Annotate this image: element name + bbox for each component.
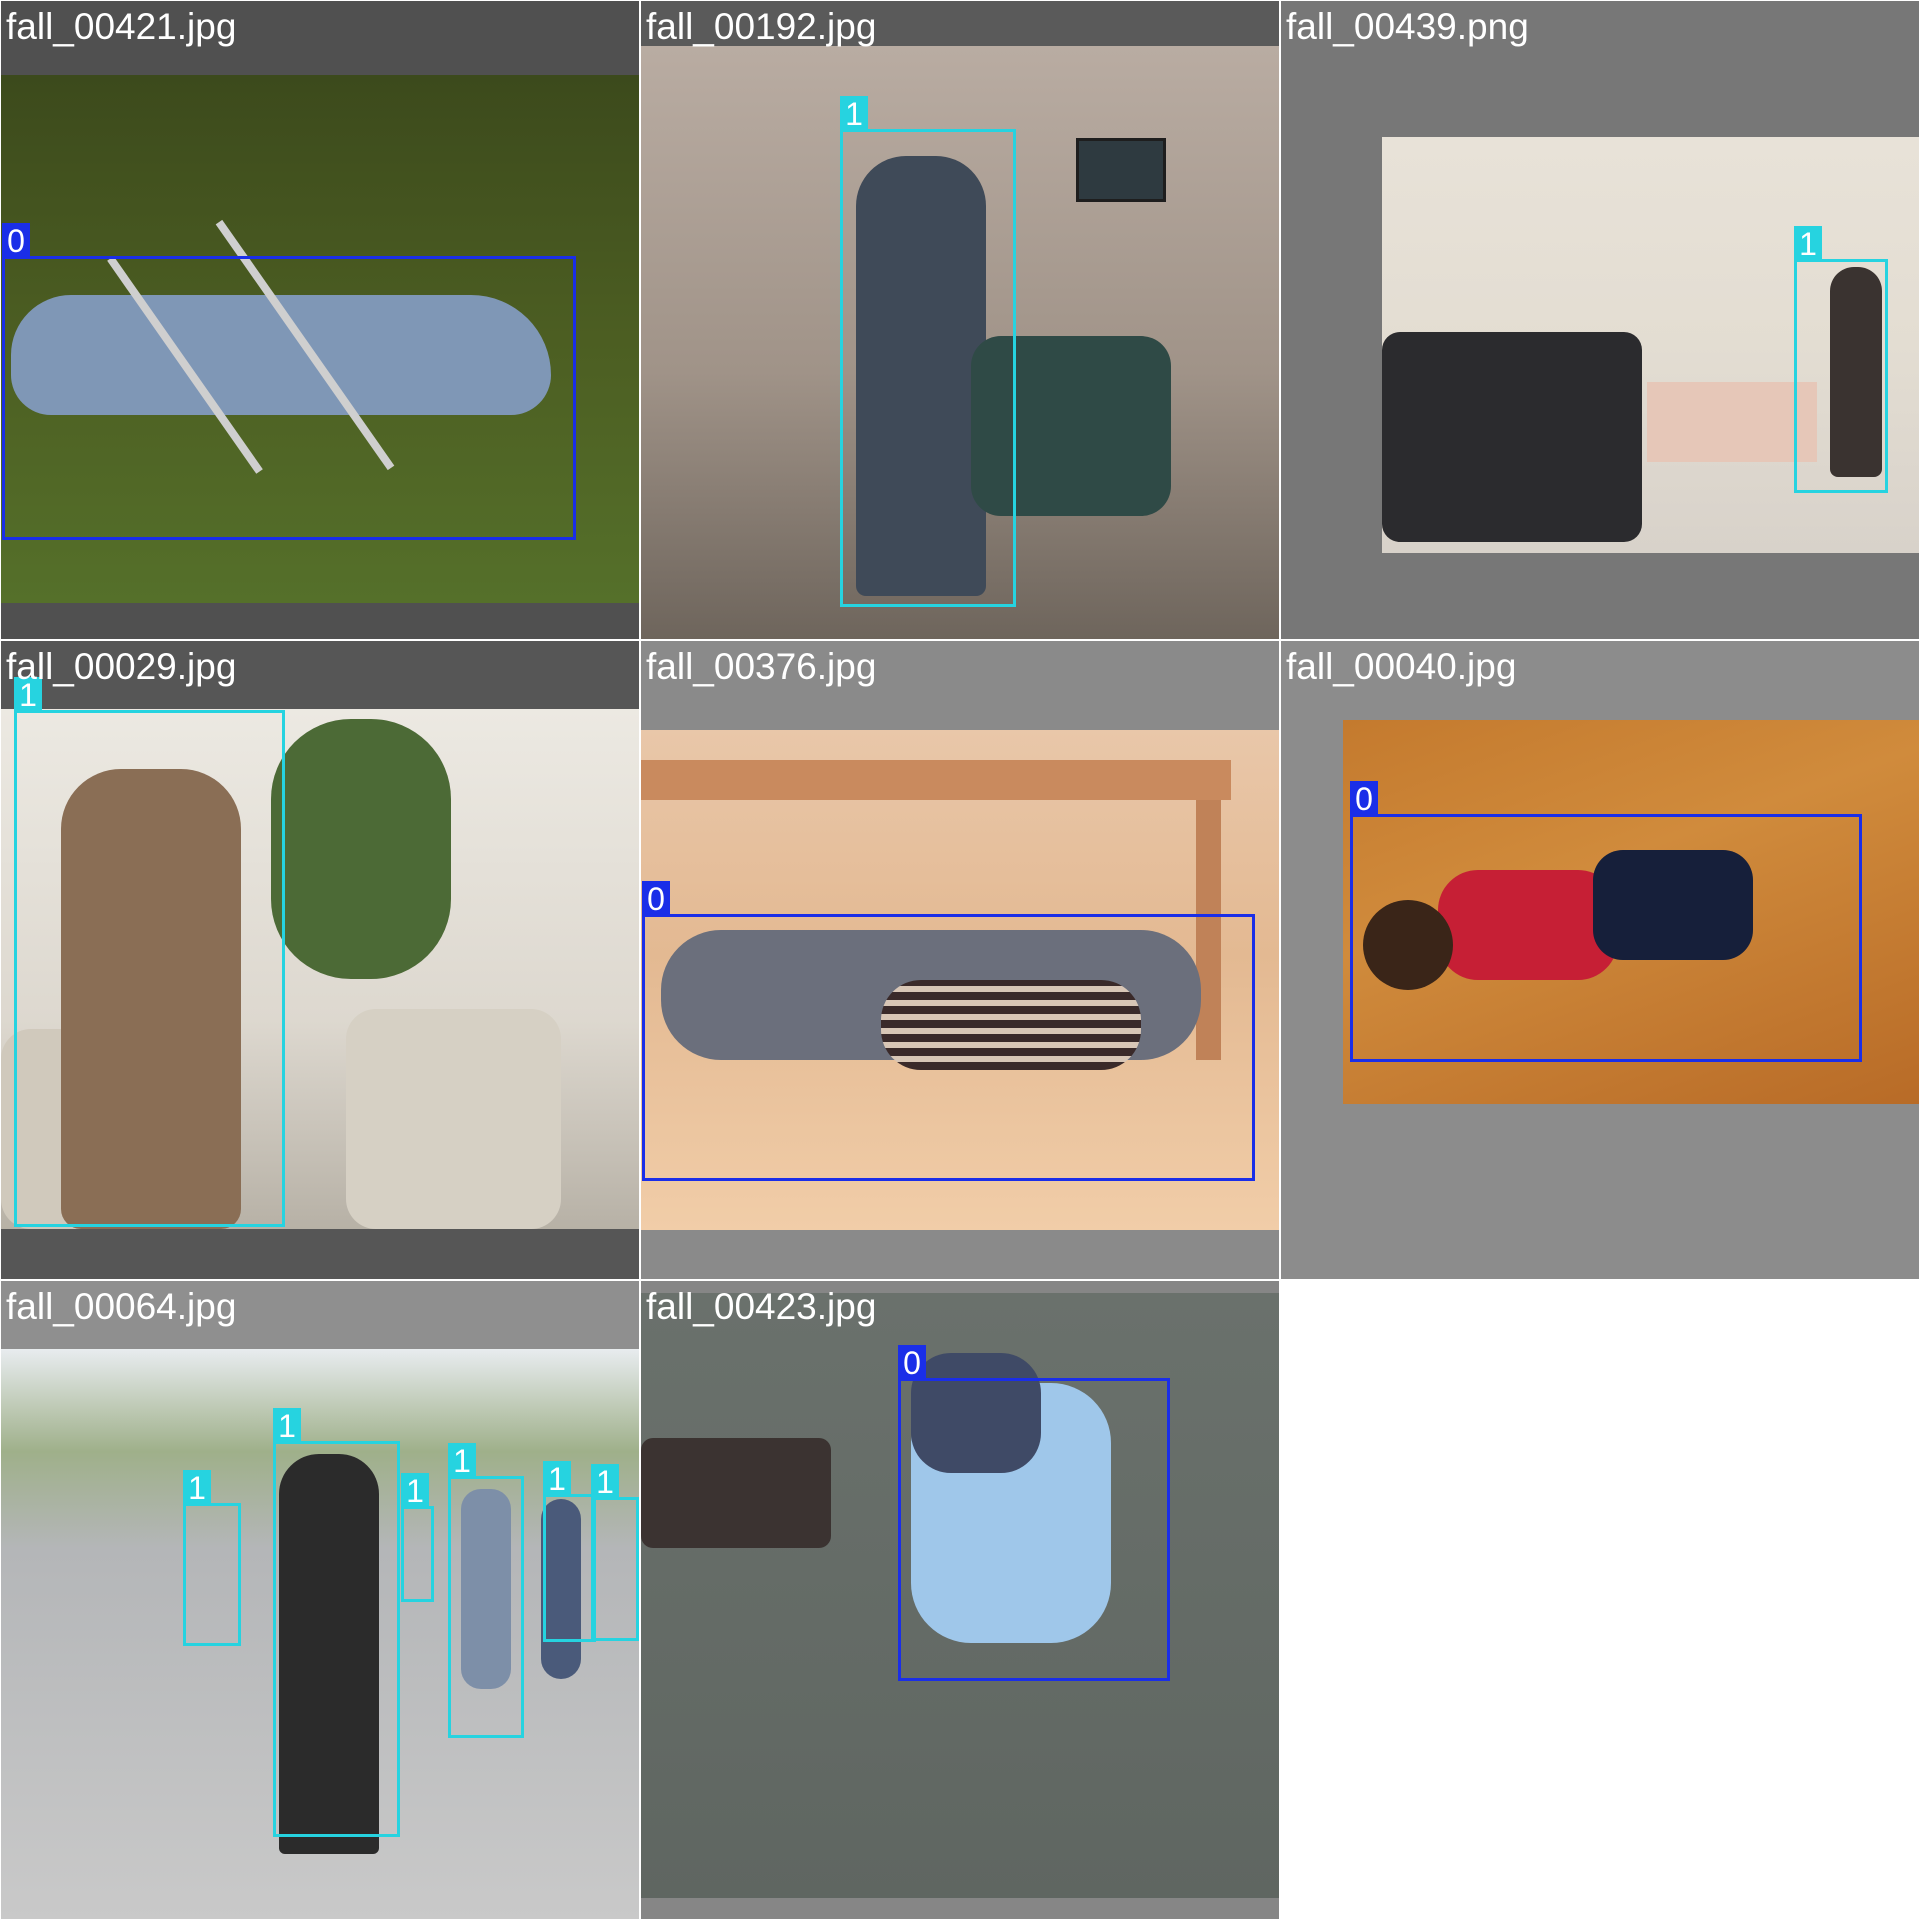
image-filename: fall_00192.jpg bbox=[646, 6, 877, 47]
mosaic-tile: fall_00423.jpg 0 bbox=[641, 1281, 1279, 1919]
mosaic-tile: fall_00376.jpg 0 bbox=[641, 641, 1279, 1279]
standing-person-figure bbox=[856, 156, 986, 596]
child-figure-shirt bbox=[1438, 870, 1618, 980]
bbox-class-1: 1 bbox=[14, 677, 285, 1227]
class-label: 0 bbox=[2, 223, 30, 259]
room-scene-photo bbox=[641, 46, 1279, 639]
woman-on-floor-photo bbox=[641, 730, 1279, 1230]
class-label: 1 bbox=[591, 1464, 619, 1500]
dancing-woman-photo bbox=[1, 709, 639, 1229]
bbox-class-1: 1 bbox=[273, 1408, 400, 1837]
class-label: 1 bbox=[1794, 226, 1822, 262]
chair-shape bbox=[641, 1438, 831, 1548]
bbox-class-1: 1 bbox=[183, 1470, 241, 1646]
pedestrian-figure bbox=[461, 1489, 511, 1689]
bbox-class-1: 1 bbox=[1794, 226, 1888, 493]
child-figure-shorts bbox=[1593, 850, 1753, 960]
child-on-floor-photo bbox=[1343, 720, 1919, 1104]
mosaic-tile: fall_00029.jpg 1 bbox=[1, 641, 639, 1279]
standing-person-figure bbox=[1830, 267, 1882, 477]
plant-shape bbox=[271, 719, 451, 979]
striped-shirt-shape bbox=[881, 980, 1141, 1070]
class-label: 1 bbox=[273, 1408, 301, 1444]
pedestrian-figure bbox=[541, 1499, 581, 1679]
image-filename: fall_00423.jpg bbox=[646, 1286, 877, 1327]
bbox-class-0: 0 bbox=[642, 881, 1255, 1181]
class-label: 1 bbox=[14, 677, 42, 713]
bbox-class-0: 0 bbox=[898, 1345, 1170, 1681]
class-label: 1 bbox=[543, 1461, 571, 1497]
image-filename: fall_00029.jpg bbox=[6, 646, 237, 687]
child-head bbox=[1363, 900, 1453, 990]
mosaic-tile: fall_00421.jpg 0 bbox=[1, 1, 639, 639]
image-filename: fall_00439.png bbox=[1286, 6, 1529, 47]
image-filename: fall_00040.jpg bbox=[1286, 646, 1517, 687]
class-label: 0 bbox=[898, 1345, 926, 1381]
grass-scene-photo bbox=[1, 75, 639, 603]
bbox-class-0: 0 bbox=[2, 223, 576, 540]
sofa-shape bbox=[1382, 332, 1642, 542]
dancing-person-figure bbox=[61, 769, 241, 1229]
class-label: 1 bbox=[840, 96, 868, 132]
street-crowd-photo bbox=[1, 1349, 639, 1919]
bbox-class-1: 1 bbox=[448, 1443, 524, 1738]
bbox-class-1: 1 bbox=[543, 1461, 596, 1642]
image-filename: fall_00376.jpg bbox=[646, 646, 877, 687]
class-label: 1 bbox=[183, 1470, 211, 1506]
class-label: 0 bbox=[1350, 781, 1378, 817]
class-label: 1 bbox=[448, 1443, 476, 1479]
standing-man-figure bbox=[279, 1454, 379, 1854]
bbox-class-0: 0 bbox=[1350, 781, 1862, 1062]
empty-tile-area bbox=[1281, 1281, 1919, 1919]
mosaic-tile: fall_00192.jpg 1 bbox=[641, 1, 1279, 639]
class-label: 0 bbox=[642, 881, 670, 917]
living-room-photo bbox=[1382, 137, 1919, 553]
image-filename: fall_00421.jpg bbox=[6, 6, 237, 47]
class-label: 1 bbox=[401, 1473, 429, 1509]
person-legs-shape bbox=[911, 1353, 1041, 1473]
mosaic-tile: fall_00439.png 1 bbox=[1281, 1, 1919, 639]
bed-mattress bbox=[1647, 382, 1817, 462]
wall-picture bbox=[1076, 138, 1166, 202]
table-leg bbox=[1196, 800, 1221, 1060]
table-top bbox=[641, 760, 1231, 800]
bbox-class-1: 1 bbox=[840, 96, 1016, 607]
chair-shape bbox=[971, 336, 1171, 516]
bbox-class-1: 1 bbox=[401, 1473, 434, 1602]
overhead-fall-photo bbox=[641, 1293, 1279, 1898]
mosaic-tile: fall_00064.jpg 1 1 1 1 1 1 bbox=[1, 1281, 639, 1919]
armchair-shape bbox=[346, 1009, 561, 1229]
mosaic-tile: fall_00040.jpg 0 bbox=[1281, 641, 1919, 1279]
bbox-class-1: 1 bbox=[591, 1464, 639, 1641]
image-filename: fall_00064.jpg bbox=[6, 1286, 237, 1327]
